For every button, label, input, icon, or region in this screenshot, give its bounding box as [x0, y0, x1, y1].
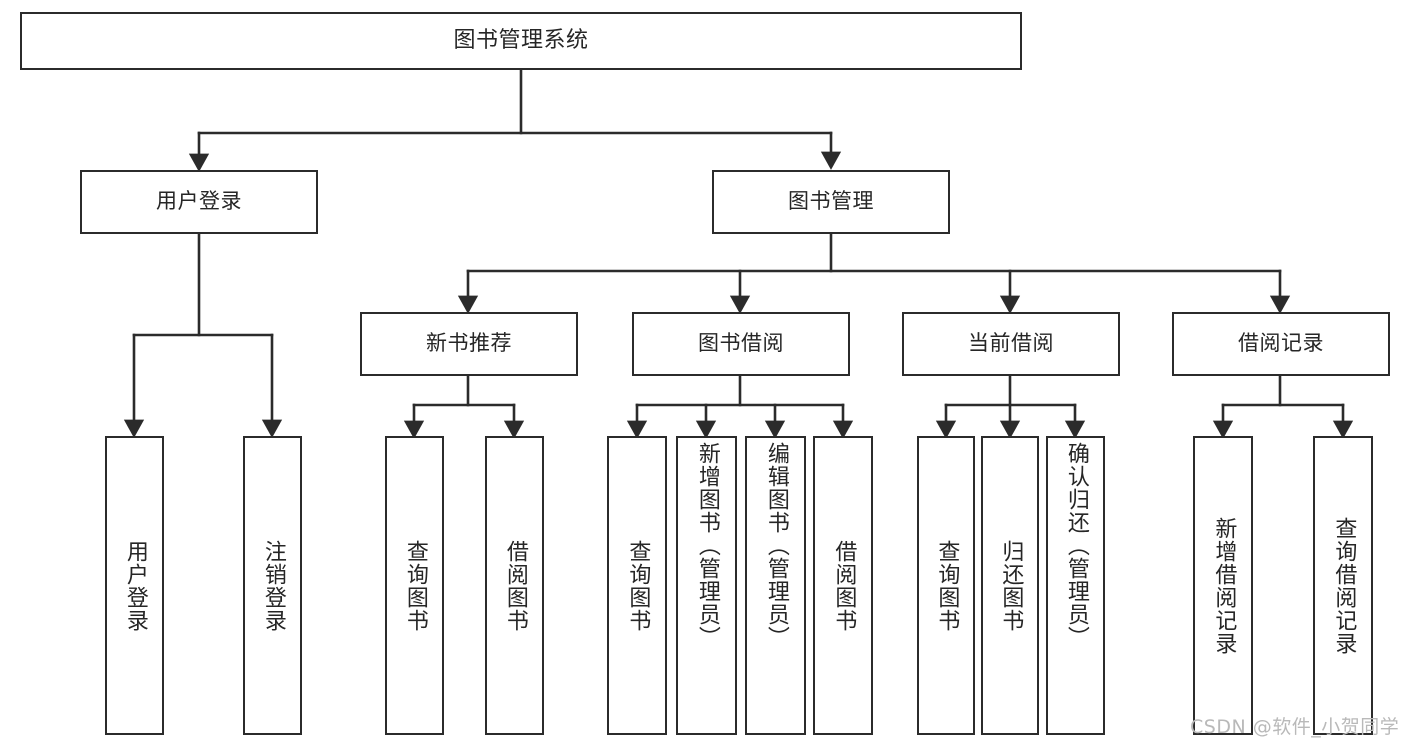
leaf-label: 归还图书: [998, 539, 1024, 632]
node-leaf-add-book[interactable]: 新增图书（管理员）: [676, 436, 737, 735]
leaf-label: 查询图书: [934, 539, 960, 632]
leaf-label: 查询借阅记录: [1331, 516, 1357, 655]
leaf-label: 编辑图书（管理员）: [763, 442, 789, 649]
node-leaf-user-logout[interactable]: 注销登录: [243, 436, 302, 735]
node-user-login[interactable]: 用户登录: [80, 170, 318, 234]
node-leaf-query-book-current[interactable]: 查询图书: [917, 436, 975, 735]
leaf-label: 注销登录: [260, 539, 286, 632]
node-leaf-query-borrow-record[interactable]: 查询借阅记录: [1313, 436, 1373, 735]
node-leaf-query-book-borrow[interactable]: 查询图书: [607, 436, 667, 735]
leaf-label: 查询图书: [402, 539, 428, 632]
node-current-borrow[interactable]: 当前借阅: [902, 312, 1120, 376]
node-leaf-query-book-recommend[interactable]: 查询图书: [385, 436, 444, 735]
node-root-system[interactable]: 图书管理系统: [20, 12, 1022, 70]
node-leaf-return-book[interactable]: 归还图书: [981, 436, 1039, 735]
node-leaf-user-login[interactable]: 用户登录: [105, 436, 164, 735]
leaf-label: 借阅图书: [502, 539, 528, 632]
node-borrow-record[interactable]: 借阅记录: [1172, 312, 1390, 376]
node-leaf-borrow-book[interactable]: 借阅图书: [813, 436, 873, 735]
node-leaf-add-borrow-record[interactable]: 新增借阅记录: [1193, 436, 1253, 735]
leaf-label: 新增借阅记录: [1211, 516, 1237, 655]
node-book-borrow[interactable]: 图书借阅: [632, 312, 850, 376]
node-book-manage[interactable]: 图书管理: [712, 170, 950, 234]
leaf-label: 确认归还（管理员）: [1063, 442, 1089, 649]
node-leaf-borrow-book-recommend[interactable]: 借阅图书: [485, 436, 544, 735]
leaf-label: 借阅图书: [831, 539, 857, 632]
node-new-book-recommend[interactable]: 新书推荐: [360, 312, 578, 376]
node-leaf-edit-book[interactable]: 编辑图书（管理员）: [745, 436, 806, 735]
node-leaf-confirm-return[interactable]: 确认归还（管理员）: [1046, 436, 1105, 735]
csdn-watermark: CSDN @软件_小贺同学: [1190, 716, 1400, 738]
leaf-label: 查询图书: [625, 539, 651, 632]
leaf-label: 新增图书（管理员）: [694, 442, 720, 649]
leaf-label: 用户登录: [122, 539, 148, 632]
